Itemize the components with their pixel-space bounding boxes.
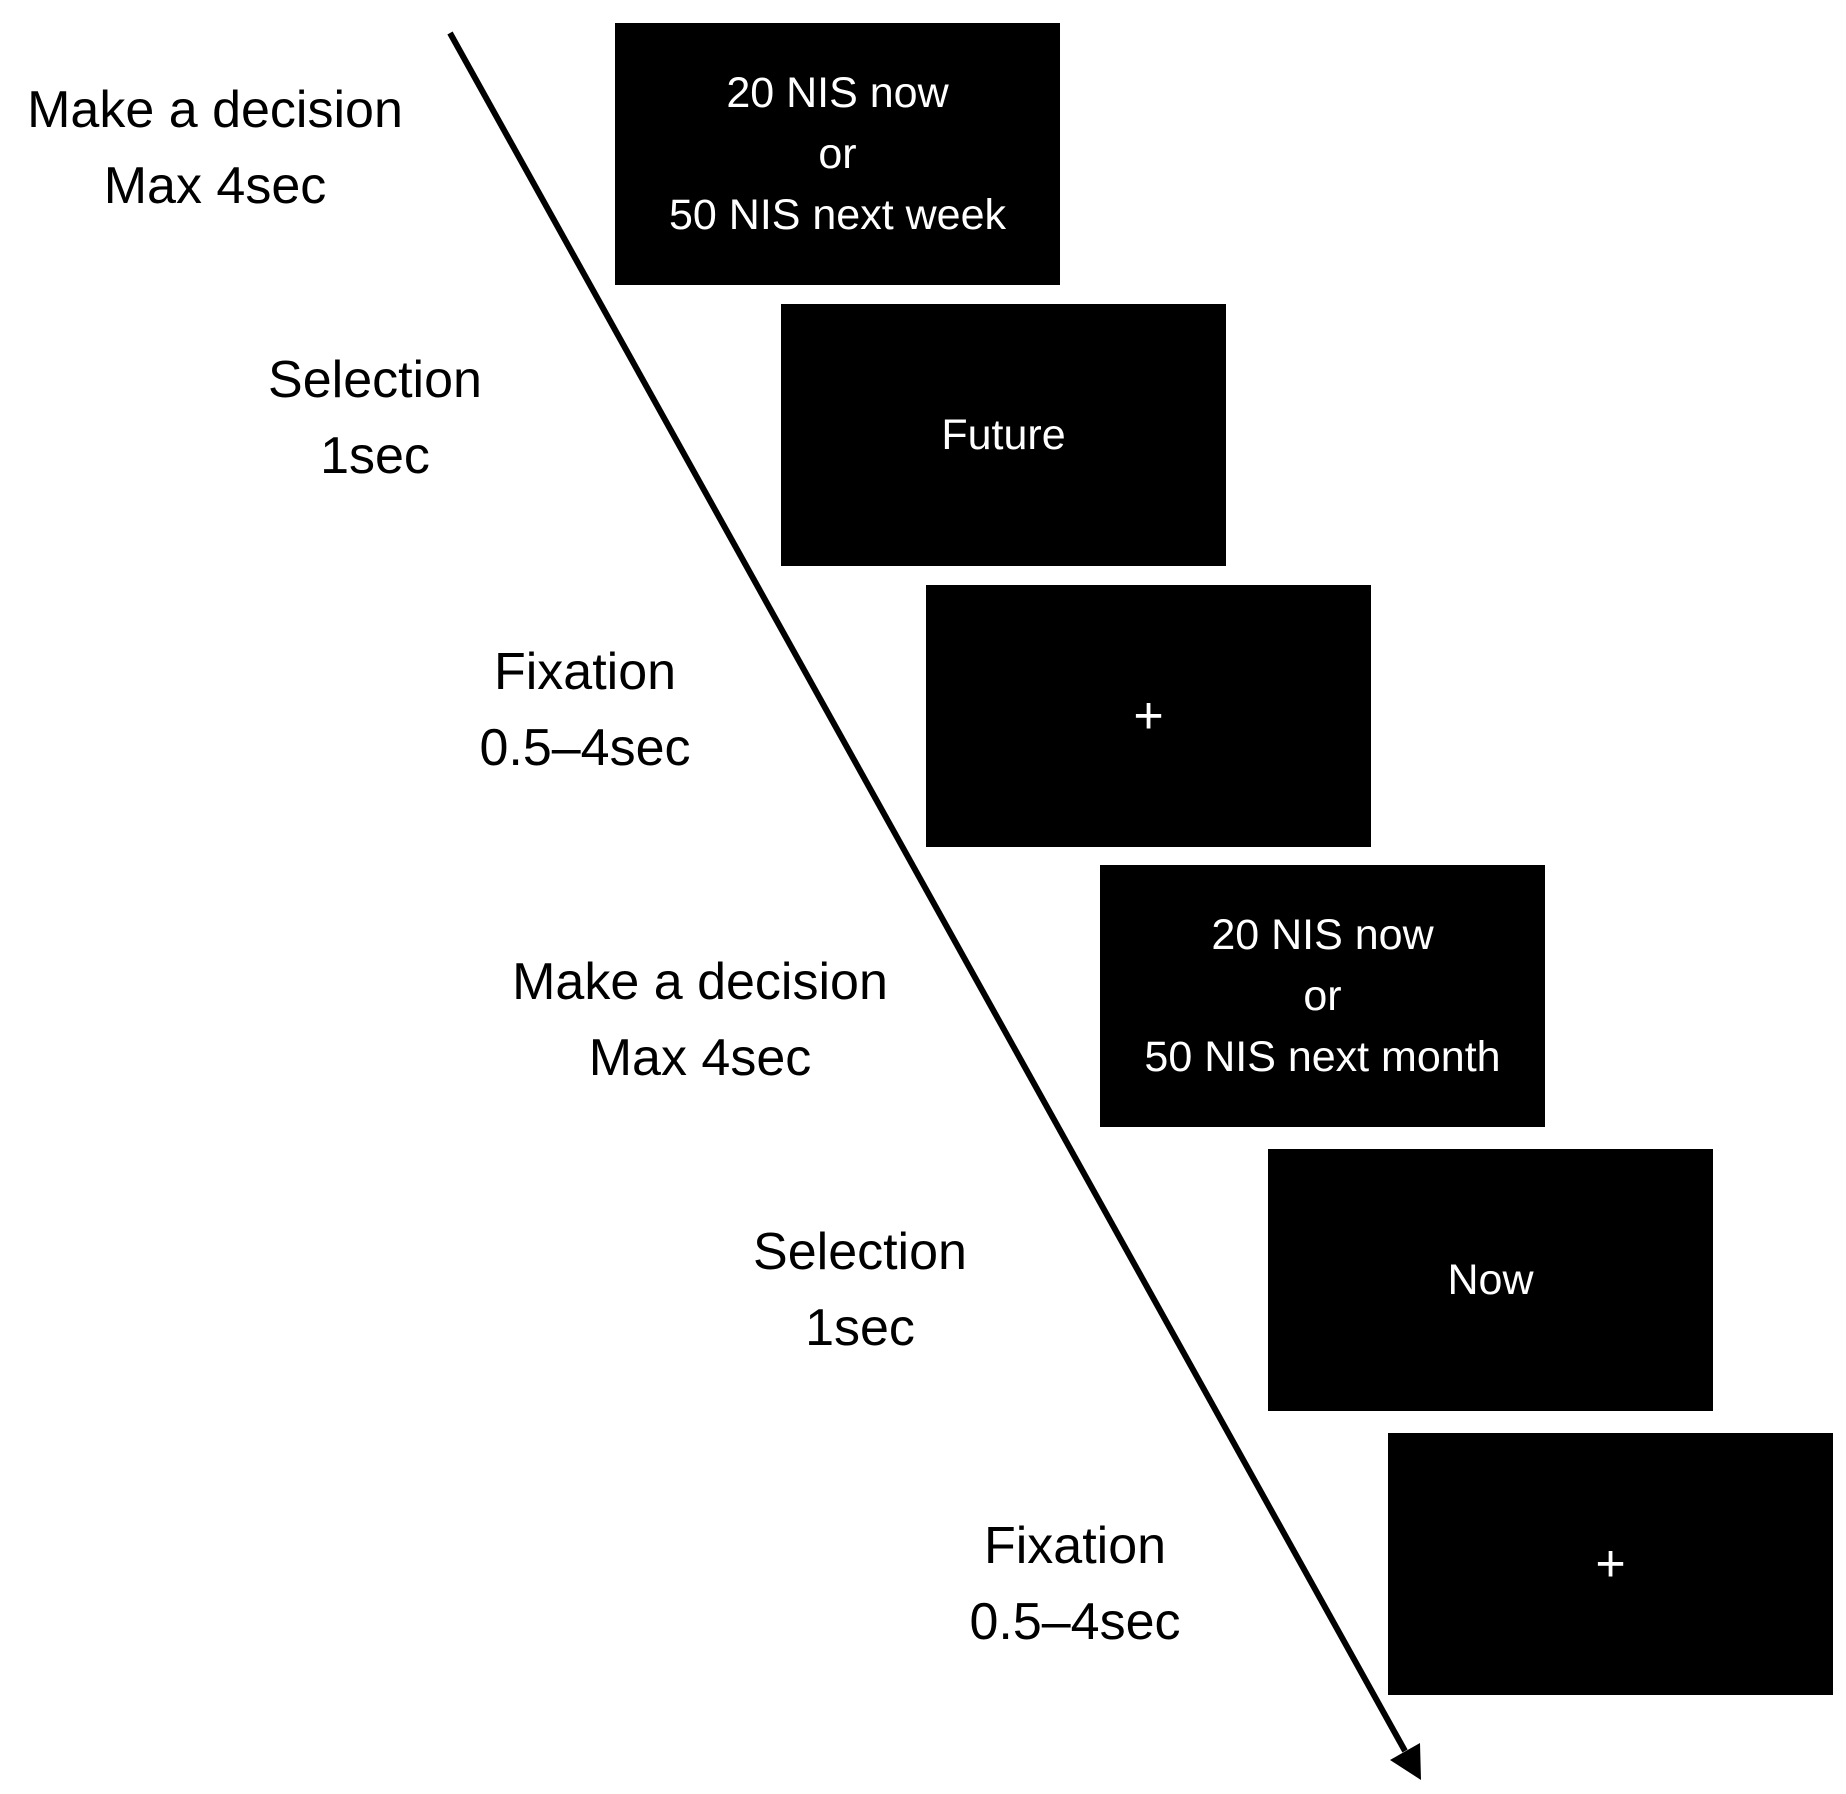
step-duration: 0.5–4sec bbox=[969, 1593, 1181, 1651]
screen-line: Now bbox=[1447, 1255, 1534, 1304]
step-label-selection-1: Selection 1sec bbox=[210, 342, 540, 494]
fixation-cross-icon: + bbox=[1595, 1534, 1626, 1593]
step-duration: Max 4sec bbox=[588, 1029, 812, 1087]
step-name: Selection bbox=[268, 351, 482, 409]
screen-line: 20 NIS now bbox=[1211, 910, 1434, 959]
screen-line: or bbox=[818, 129, 857, 178]
screen-decision-2: 20 NIS now or 50 NIS next month bbox=[1100, 865, 1545, 1127]
step-label-fixation-1: Fixation 0.5–4sec bbox=[430, 634, 740, 786]
screen-fixation-2: + bbox=[1388, 1433, 1833, 1695]
step-duration: Max 4sec bbox=[103, 157, 327, 215]
step-name: Make a decision bbox=[27, 81, 403, 139]
fixation-cross-icon: + bbox=[1133, 686, 1164, 745]
screen-fixation-1: + bbox=[926, 585, 1371, 847]
time-arrow-head bbox=[1390, 1743, 1421, 1780]
screen-line: 50 NIS next month bbox=[1144, 1032, 1501, 1081]
step-duration: 1sec bbox=[805, 1299, 915, 1357]
step-label-fixation-2: Fixation 0.5–4sec bbox=[915, 1508, 1235, 1660]
step-label-decision-1: Make a decision Max 4sec bbox=[0, 72, 430, 224]
screen-line: 20 NIS now bbox=[726, 68, 949, 117]
step-label-selection-2: Selection 1sec bbox=[705, 1214, 1015, 1366]
screen-selection-2: Now bbox=[1268, 1149, 1713, 1411]
step-duration: 1sec bbox=[320, 427, 430, 485]
screen-selection-1: Future bbox=[781, 304, 1226, 566]
step-name: Selection bbox=[753, 1223, 967, 1281]
screen-line: Future bbox=[941, 410, 1066, 459]
screen-line: 50 NIS next week bbox=[668, 190, 1006, 239]
screen-decision-1: 20 NIS now or 50 NIS next week bbox=[615, 23, 1060, 285]
step-duration: 0.5–4sec bbox=[479, 719, 691, 777]
screen-line: or bbox=[1303, 971, 1342, 1020]
step-name: Fixation bbox=[983, 1517, 1167, 1575]
time-arrow-shaft bbox=[447, 31, 1408, 1753]
step-name: Make a decision bbox=[512, 953, 888, 1011]
step-name: Fixation bbox=[493, 643, 677, 701]
step-label-decision-2: Make a decision Max 4sec bbox=[485, 944, 915, 1096]
